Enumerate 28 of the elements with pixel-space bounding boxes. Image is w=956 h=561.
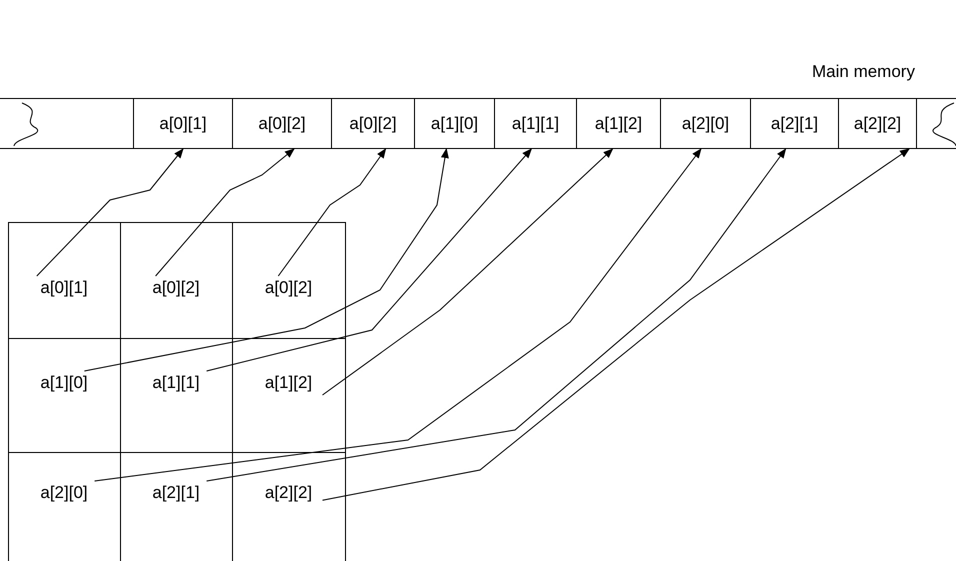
memory-cell: a[0][1] bbox=[133, 98, 233, 149]
matrix-entry: a[2][2] bbox=[254, 481, 322, 505]
matrix-entry: a[0][2] bbox=[254, 276, 322, 300]
matrix-entry: a[1][2] bbox=[254, 371, 322, 395]
matrix-entry: a[2][0] bbox=[30, 481, 98, 505]
matrix-entry: a[1][0] bbox=[30, 371, 98, 395]
arrow bbox=[322, 148, 614, 396]
arrow bbox=[84, 148, 449, 372]
memory-cell: a[0][2] bbox=[232, 98, 332, 149]
arrow bbox=[322, 148, 910, 501]
arrow bbox=[94, 148, 702, 482]
memory-cell: a[2][0] bbox=[660, 98, 751, 149]
arrow bbox=[36, 148, 184, 276]
arrow bbox=[278, 148, 386, 276]
arrow bbox=[206, 148, 786, 482]
memory-heading: Main memory bbox=[812, 62, 915, 82]
arrow bbox=[206, 148, 532, 372]
memory-cell: a[1][0] bbox=[414, 98, 495, 149]
matrix-entry: a[0][1] bbox=[30, 276, 98, 300]
memory-cell: a[0][2] bbox=[331, 98, 415, 149]
matrix-entry: a[2][1] bbox=[142, 481, 210, 505]
memory-cell: a[2][2] bbox=[838, 98, 917, 149]
memory-cell: a[1][1] bbox=[494, 98, 577, 149]
matrix-entry: a[1][1] bbox=[142, 371, 210, 395]
matrix-entry: a[0][2] bbox=[142, 276, 210, 300]
memory-cell: a[2][1] bbox=[750, 98, 839, 149]
arrow bbox=[155, 148, 295, 276]
memory-cell: a[1][2] bbox=[576, 98, 661, 149]
